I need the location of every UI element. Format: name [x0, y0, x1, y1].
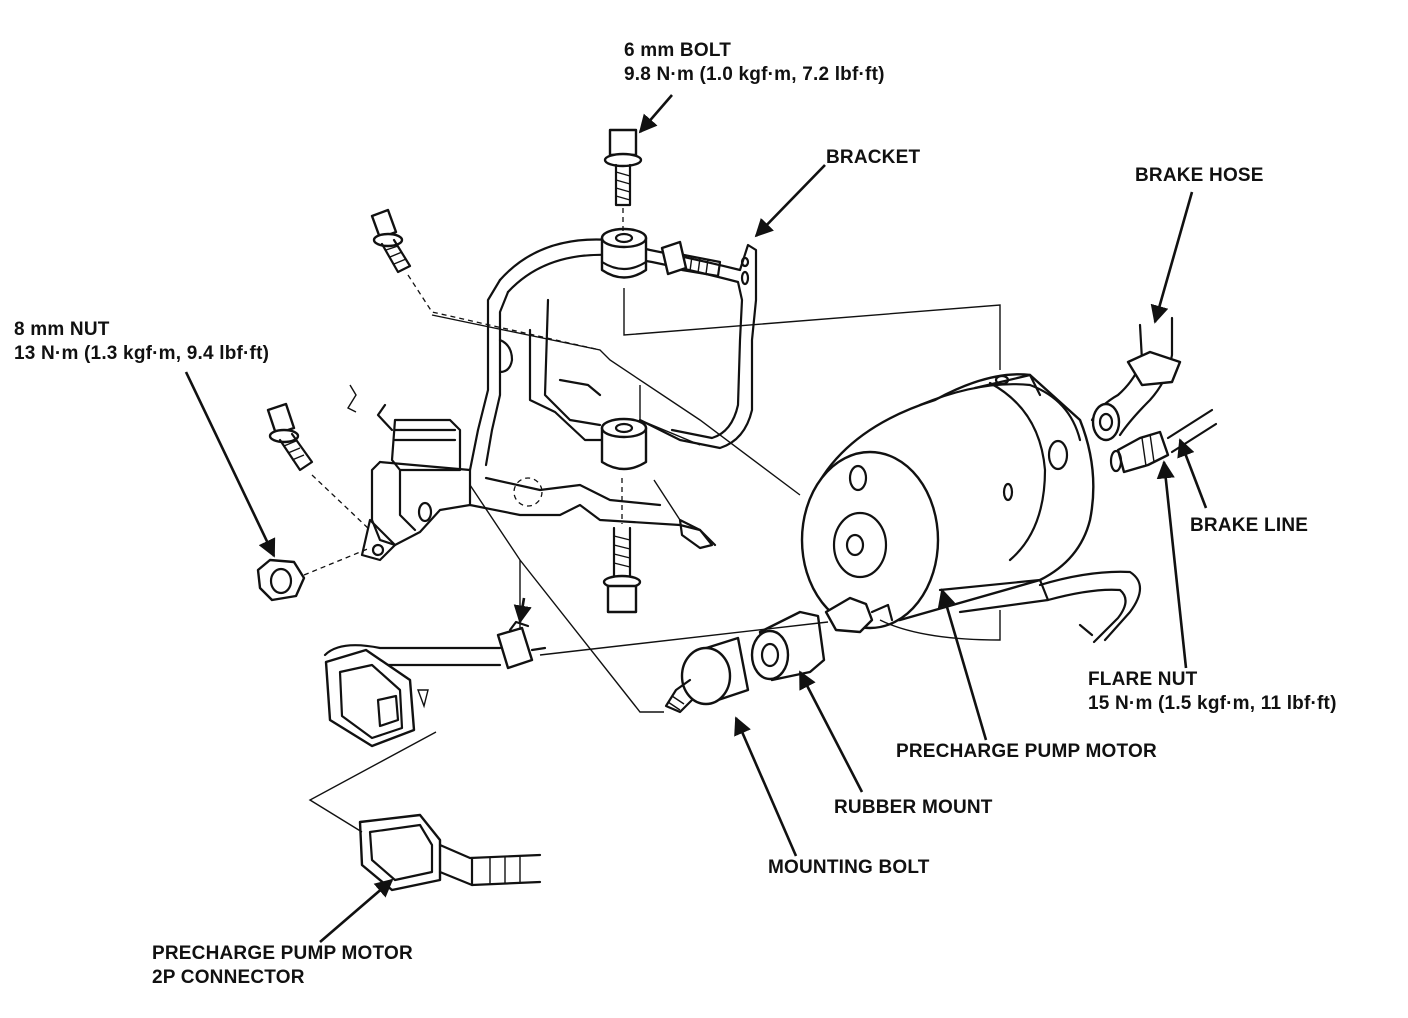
label-6mm-bolt-name: 6 mm BOLT [624, 40, 732, 61]
label-bracket: BRACKET [826, 147, 921, 168]
nut-8mm [256, 547, 371, 602]
label-flare-nut-torque: 15 N·m (1.5 kgf·m, 11 lbf·ft) [1088, 693, 1337, 714]
leader-arrows [184, 94, 1208, 943]
label-6mm-bolt: 6 mm BOLT 9.8 N·m (1.0 kgf·m, 7.2 lbf·ft… [624, 39, 885, 87]
label-8mm-nut-torque: 13 N·m (1.3 kgf·m, 9.4 lbf·ft) [14, 343, 270, 364]
label-brake-line: BRAKE LINE [1190, 515, 1309, 536]
label-8mm-nut: 8 mm NUT 13 N·m (1.3 kgf·m, 9.4 lbf·ft) [14, 318, 269, 366]
label-flare-nut: FLARE NUT 15 N·m (1.5 kgf·m, 11 lbf·ft) [1088, 668, 1337, 716]
bracket-collar-bottom [600, 417, 648, 471]
connector-harness [323, 620, 547, 748]
label-6mm-bolt-torque: 9.8 N·m (1.0 kgf·m, 7.2 lbf·ft) [624, 64, 885, 85]
label-mounting-bolt: MOUNTING BOLT [768, 857, 930, 878]
mounting-bolt [664, 636, 750, 714]
label-rubber-mount: RUBBER MOUNT [834, 797, 993, 818]
alignment-lines [308, 288, 1001, 833]
pump-motor [800, 373, 1142, 644]
bolt-left-upper [370, 208, 601, 351]
label-flare-nut-name: FLARE NUT [1088, 669, 1198, 690]
bolt-6mm-top [603, 128, 643, 232]
label-2p-connector-line1: PRECHARGE PUMP MOTOR [152, 943, 413, 964]
brake-hose [1090, 316, 1182, 442]
bolt-left-lower [266, 402, 371, 531]
label-8mm-nut-name: 8 mm NUT [14, 319, 110, 340]
lower-connector [358, 813, 542, 892]
label-precharge-pump-motor: PRECHARGE PUMP MOTOR [896, 741, 1157, 762]
rubber-mount [750, 610, 826, 682]
bolt-bottom [602, 478, 642, 614]
label-2p-connector: PRECHARGE PUMP MOTOR 2P CONNECTOR [152, 942, 413, 990]
label-brake-hose: BRAKE HOSE [1135, 165, 1264, 186]
bracket-collar-top [600, 227, 648, 279]
bracket-part [360, 238, 758, 562]
label-2p-connector-line2: 2P CONNECTOR [152, 967, 305, 988]
bolt-side [660, 240, 722, 278]
